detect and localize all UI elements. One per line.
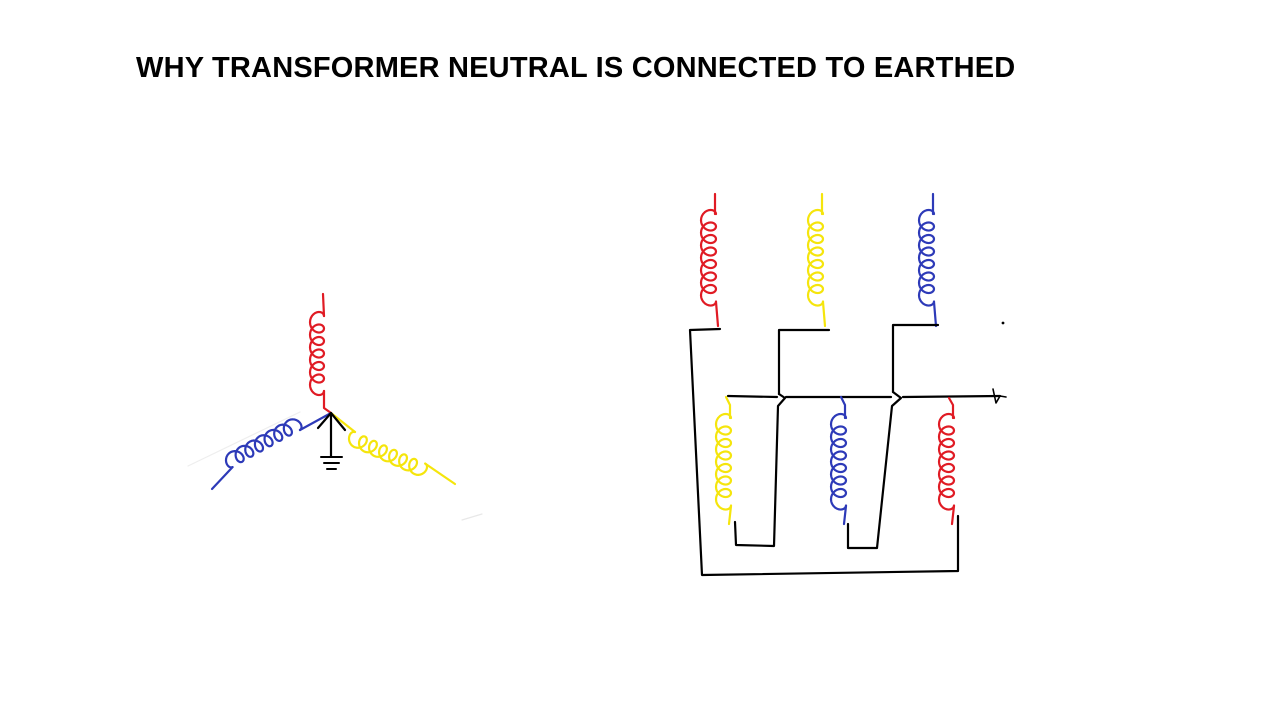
faint-sketch-stroke	[187, 411, 301, 467]
yellow-phase-coil	[347, 430, 429, 476]
yellow-to-lower-wire	[733, 392, 787, 548]
lower-yellow-coil	[714, 412, 733, 511]
upper-yellow-tail	[821, 300, 827, 328]
yellow-phase-lead	[424, 462, 457, 486]
blue-phase-coil	[224, 418, 303, 469]
upper-yellow-coil	[806, 208, 825, 307]
upper-blue-coil	[917, 208, 936, 307]
red-return-wire	[688, 327, 960, 577]
upper-blue-tail	[932, 300, 938, 328]
lower-blue-lead	[839, 395, 847, 420]
red-phase-coil	[308, 310, 326, 397]
stray-dot	[1001, 321, 1005, 325]
blue-phase-lead	[210, 466, 234, 491]
blue-to-lower-wire	[846, 390, 903, 550]
lower-red-lead	[947, 396, 955, 420]
yellow-link-wire	[777, 328, 831, 396]
earth-icon	[320, 456, 343, 470]
page-title: WHY TRANSFORMER NEUTRAL IS CONNECTED TO …	[136, 52, 1016, 84]
red-phase-tail	[322, 389, 333, 415]
red-phase-lead	[321, 292, 326, 318]
lower-yellow-tail	[727, 504, 733, 526]
faint-sketch-stroke	[461, 513, 483, 521]
blue-phase-tail	[298, 411, 333, 432]
neutral-end-marker	[992, 388, 1007, 404]
lower-red-tail	[950, 504, 956, 526]
lower-blue-coil	[829, 412, 848, 511]
lower-red-coil	[937, 412, 956, 511]
three-phase-winding-connection	[688, 192, 1007, 577]
neutral-bus-segment	[726, 394, 779, 399]
neutral-bus-segment	[901, 394, 1002, 399]
blue-link-wire	[891, 323, 940, 394]
star-connection	[187, 292, 483, 521]
lower-yellow-lead	[724, 395, 732, 420]
lower-blue-tail	[842, 504, 848, 526]
upper-red-tail	[714, 300, 720, 328]
upper-red-coil	[699, 208, 718, 307]
